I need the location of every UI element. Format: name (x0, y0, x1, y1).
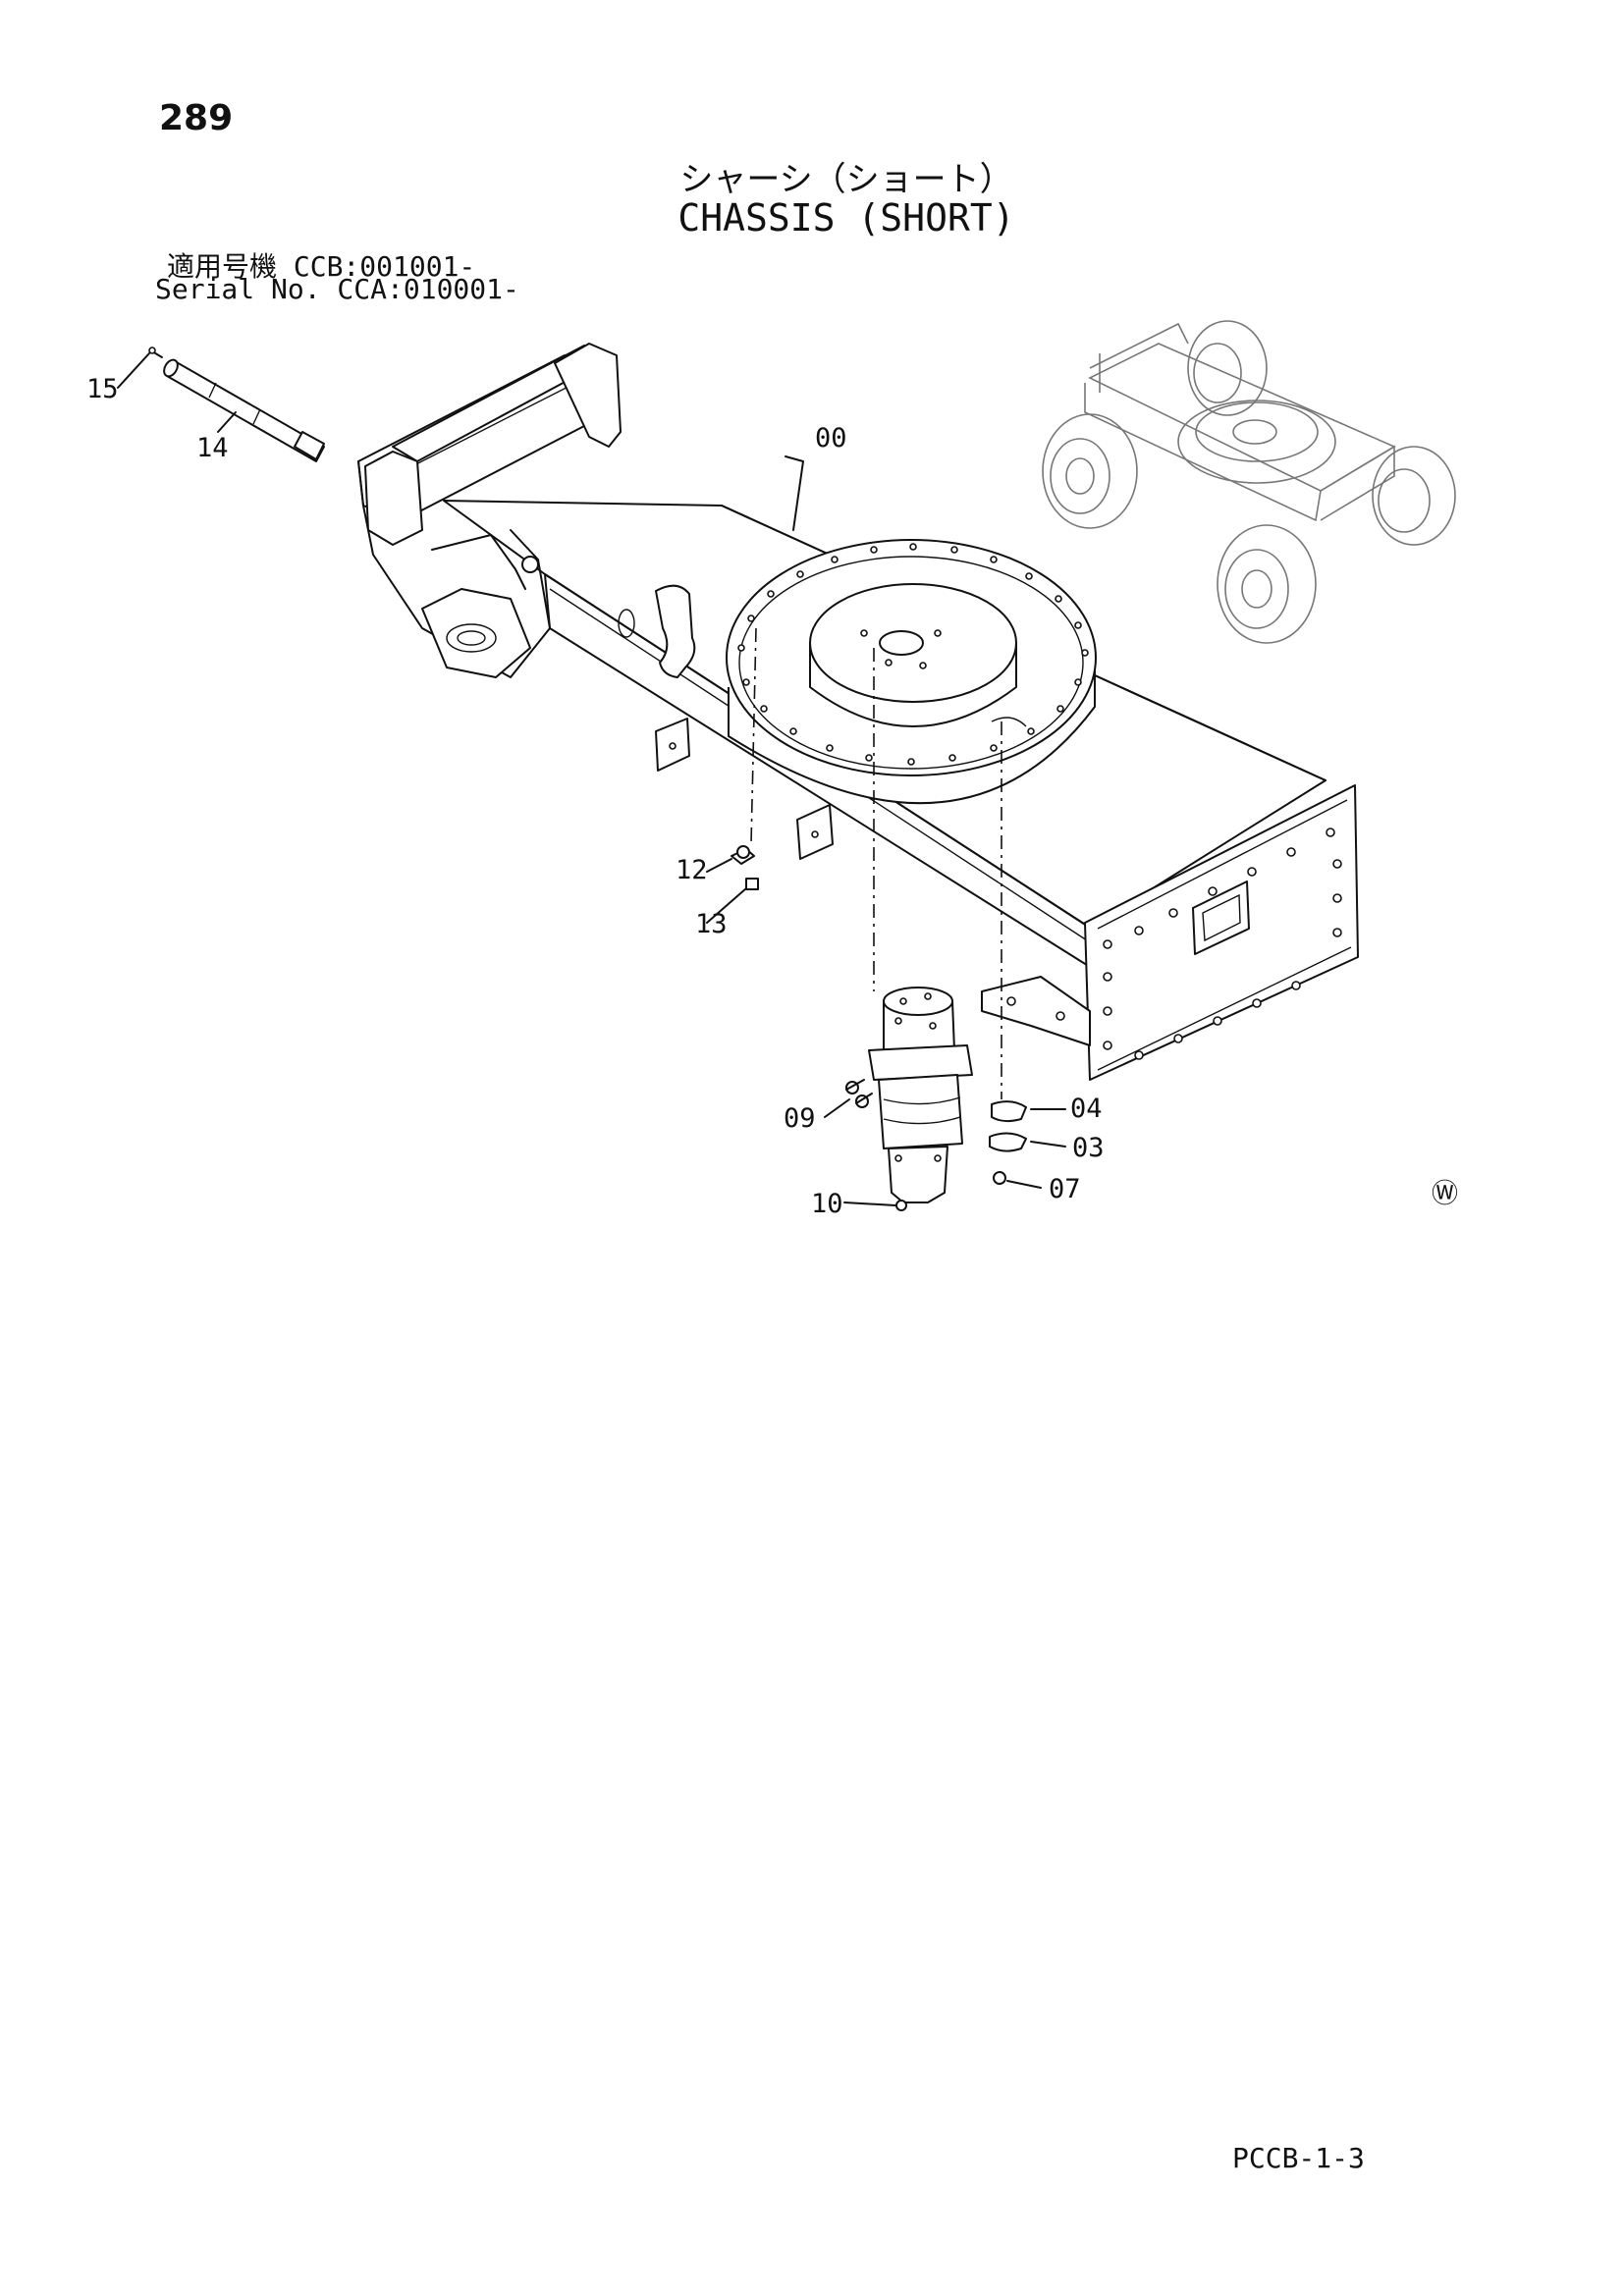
ring-bolt-holes (737, 543, 1089, 766)
callout-15: 15 (86, 374, 119, 404)
callout-07: 07 (1049, 1174, 1081, 1204)
chassis-frame (357, 343, 1359, 1081)
small-parts (731, 845, 1027, 1211)
watermark-symbol: Ⓦ (1432, 1179, 1458, 1209)
callout-09: 09 (784, 1103, 816, 1134)
serial-number-line: Serial No. CCA:010001- (155, 273, 519, 305)
swivel-joint (868, 987, 973, 1203)
inset-machine-overview (1042, 320, 1456, 644)
title-english: CHASSIS (SHORT) (677, 196, 1015, 240)
callout-03: 03 (1072, 1133, 1105, 1163)
callout-labels: 15 14 00 12 13 09 04 03 07 10 (86, 374, 1105, 1219)
pin-parts (148, 347, 325, 462)
callout-04: 04 (1070, 1094, 1103, 1124)
page-number: 289 (159, 98, 234, 138)
callout-12: 12 (676, 855, 708, 885)
callout-10: 10 (811, 1189, 843, 1219)
title-japanese: シャーシ（ショート） (679, 160, 1013, 199)
swing-ring (726, 539, 1097, 805)
callout-00: 00 (815, 423, 847, 454)
leader-lines (117, 352, 1066, 1206)
callout-14: 14 (196, 433, 229, 463)
end-plate-bolts (1103, 828, 1342, 1060)
footer-code: PCCB-1-3 (1232, 2142, 1365, 2174)
callout-13: 13 (695, 909, 728, 939)
applicable-model-line: 適用号機 CCB:001001- (167, 250, 476, 283)
